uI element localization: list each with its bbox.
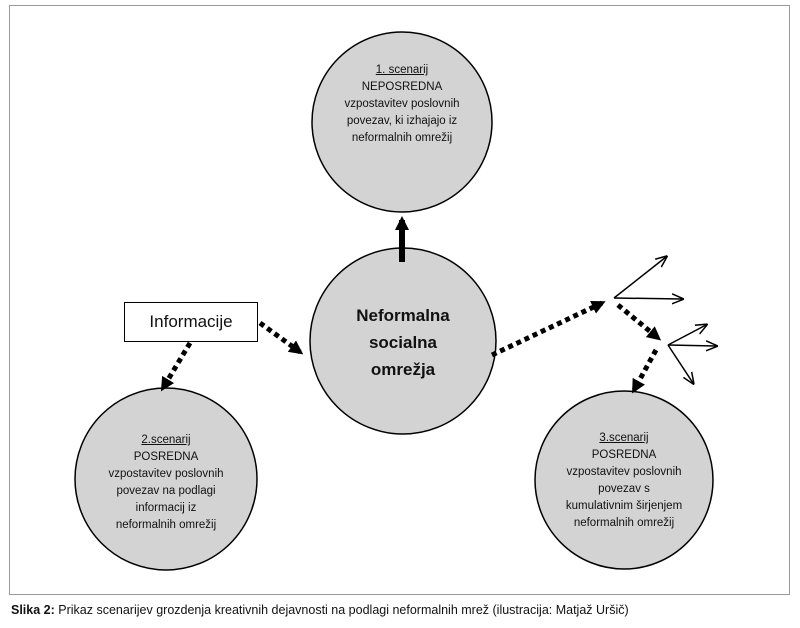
figure-caption: Slika 2: Prikaz scenarijev grozdenja kre… — [11, 603, 629, 617]
arrow-info-to-center — [258, 320, 304, 355]
scenario3-text: 3.scenarij POSREDNA vzpostavitev poslovn… — [549, 430, 699, 532]
scenario1-circle — [311, 31, 493, 213]
center-line: socialna — [368, 333, 438, 352]
spread-arrow-right — [613, 298, 682, 299]
center-text: Neformalna socialna omrežja — [333, 302, 473, 383]
spread2-arrow-right — [667, 345, 716, 346]
scenario1-line: vzpostavitev poslovnih — [344, 98, 460, 110]
scenario2-line: POSREDNA — [133, 451, 199, 463]
center-line: Neformalna — [356, 306, 450, 325]
scenario1-heading: 1. scenarij — [375, 64, 429, 76]
scenario3-line: neformalnih omrežij — [573, 517, 675, 529]
spread2-arrow-down — [667, 344, 693, 383]
scenario3-line: POSREDNA — [591, 449, 657, 461]
caption-text: Prikaz scenarijev grozdenja kreativnih d… — [54, 603, 629, 617]
scenario1-line: povezav, ki izhajajo iz — [346, 115, 458, 127]
scenario1-text: 1. scenarij NEPOSREDNA vzpostavitev posl… — [332, 62, 472, 147]
arrow-center-to-spread — [490, 300, 606, 358]
scenario3-circle — [534, 390, 714, 570]
scenario2-text: 2.scenarij POSREDNA vzpostavitev poslovn… — [91, 432, 241, 534]
arrow-info-to-scenario2 — [160, 341, 193, 392]
informacije-label: Informacije — [149, 312, 233, 331]
scenario3-heading: 3.scenarij — [599, 432, 649, 444]
figure-frame — [9, 5, 790, 595]
scenario1-line: NEPOSREDNA — [361, 81, 443, 93]
scenario3-line: povezav s — [598, 483, 650, 495]
arrow-spread2-to-scenario3 — [631, 348, 659, 394]
scenario1-line: neformalnih omrežij — [351, 132, 453, 144]
scenario2-line: informacij iz — [135, 502, 197, 514]
scenario3-line: kumulativnim širjenjem — [565, 500, 683, 512]
caption-label: Slika 2: — [11, 603, 55, 617]
spread-arrow-up — [613, 257, 666, 299]
scenario2-line: povezav na podlagi — [116, 485, 216, 497]
scenario2-line: vzpostavitev poslovnih — [108, 468, 224, 480]
informacije-box: Informacije — [124, 302, 258, 342]
scenario3-line: vzpostavitev poslovnih — [566, 466, 682, 478]
scenario2-line: neformalnih omrežij — [115, 519, 217, 531]
spread2-arrow-up — [667, 325, 706, 346]
scenario2-heading: 2.scenarij — [141, 434, 191, 446]
center-line: omrežja — [370, 360, 436, 379]
arrow-spread-to-spread2 — [616, 303, 662, 341]
